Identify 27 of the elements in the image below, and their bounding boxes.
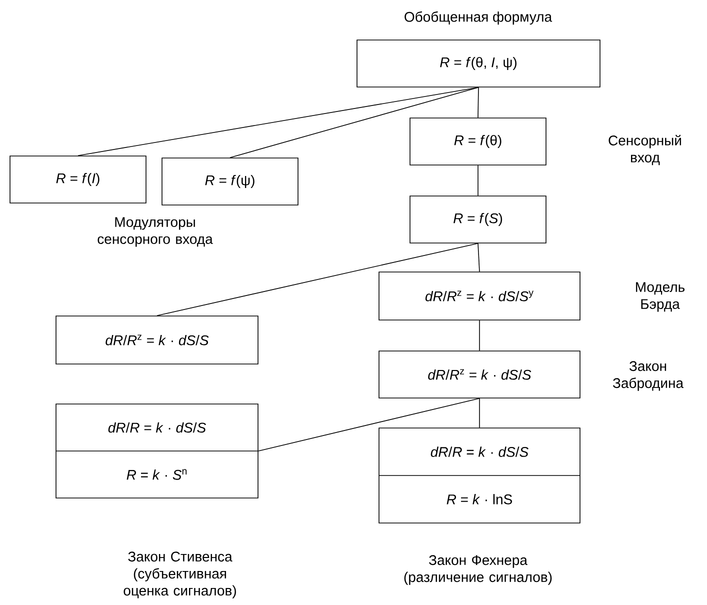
connector-line <box>478 243 480 272</box>
formula-box: R = f(S) <box>410 196 546 244</box>
formula-box: R = f(I) <box>10 156 146 204</box>
connector-line <box>479 398 480 428</box>
formula-box: dR/R$^{z}$ = k · dS/S <box>56 316 258 364</box>
formula-box: R = f(θ, I, ψ) <box>356 40 600 88</box>
formula-box: dR/R = k · dS/S R = k · S$^{n}$ <box>56 404 258 498</box>
label: Модуляторы сенсорного входа <box>98 217 213 247</box>
heading: Обобщенная формула <box>404 11 552 25</box>
label: Сенсорный вход <box>608 134 681 166</box>
node-label: R = k · lnS <box>446 494 512 504</box>
formula-box: R = f(θ) <box>410 118 546 166</box>
node-label: Модель Бэрда <box>636 282 685 312</box>
formula-box: dR/R = k · dS/S R = k · lnS <box>378 428 580 524</box>
node-label: Закон Фехнера (различение сигналов) <box>404 555 552 585</box>
connector-line <box>478 87 479 118</box>
connector-line <box>156 243 478 316</box>
formula-box: R = f(ψ) <box>162 158 298 206</box>
connector-line <box>258 398 480 452</box>
label: Закон Стивенса (субъективная оценка сигналов) <box>124 552 236 598</box>
connector-line <box>479 320 480 351</box>
formula-box: dR/R$^{z}$ = k · dS/S <box>378 350 580 398</box>
connector-line <box>78 87 479 156</box>
formula-box: dR/R$^{z}$ = k · dS/S$^{y}$ <box>378 272 580 320</box>
connector-line <box>230 87 479 158</box>
node-label: dR/R = k · dS/S <box>430 446 528 457</box>
node-label: Закон Забродина <box>612 361 684 391</box>
